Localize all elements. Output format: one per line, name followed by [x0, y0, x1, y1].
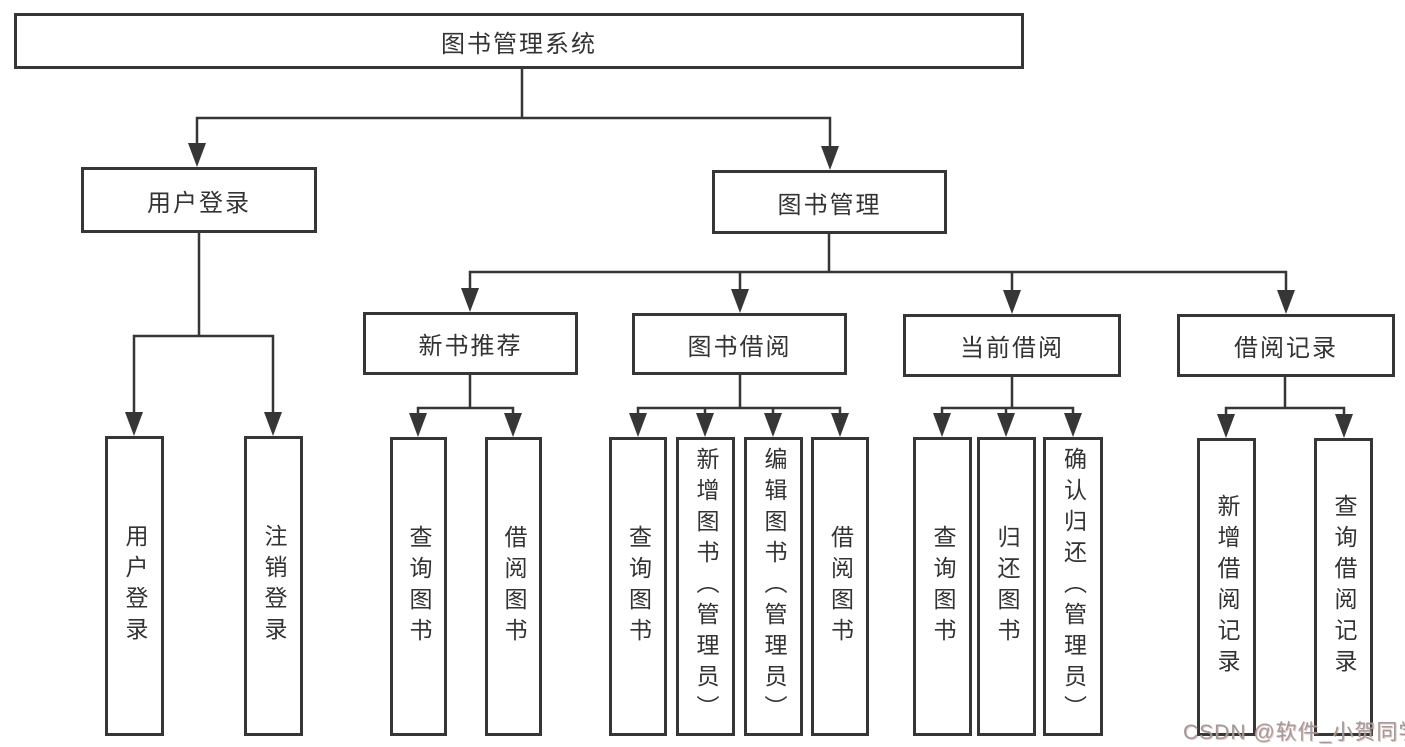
leaf-logout-label: 注销登录	[261, 524, 287, 648]
leaf-confirm-return-admin: 确认归还（管理员）	[1043, 437, 1103, 736]
node-book-management: 图书管理	[712, 170, 947, 234]
leaf-borrow-books-label: 借阅图书	[827, 524, 854, 649]
node-user-login: 用户登录	[81, 167, 317, 233]
node-current-borrow: 当前借阅	[903, 314, 1121, 377]
leaf-search-books-borrow-label: 查询图书	[625, 524, 652, 649]
leaf-add-book-admin: 新增图书（管理员）	[676, 437, 735, 736]
leaf-edit-book-admin: 编辑图书（管理员）	[744, 437, 803, 736]
leaf-search-books-borrow: 查询图书	[609, 437, 667, 736]
leaf-add-borrow-record-label: 新增借阅记录	[1214, 494, 1240, 680]
leaf-borrow-books-recommend: 借阅图书	[485, 437, 542, 736]
leaf-search-books-recommend: 查询图书	[390, 437, 447, 736]
leaf-return-book-label: 归还图书	[994, 524, 1020, 649]
leaf-user-login-label: 用户登录	[122, 524, 148, 648]
leaf-add-book-admin-label: 新增图书（管理员）	[693, 447, 719, 726]
leaf-add-borrow-record: 新增借阅记录	[1197, 438, 1256, 736]
node-root-library-management-system: 图书管理系统	[14, 13, 1024, 69]
leaf-search-books-recommend-label: 查询图书	[406, 524, 432, 649]
leaf-return-book: 归还图书	[977, 437, 1036, 736]
leaf-user-login: 用户登录	[105, 436, 164, 736]
node-borrow-record: 借阅记录	[1177, 314, 1395, 377]
csdn-watermark: CSDN @软件_小贺同学	[1183, 721, 1405, 744]
leaf-search-books-current: 查询图书	[913, 437, 972, 736]
node-new-book-recommend: 新书推荐	[363, 312, 578, 375]
leaf-edit-book-admin-label: 编辑图书（管理员）	[761, 447, 787, 726]
leaf-borrow-books: 借阅图书	[811, 437, 869, 736]
leaf-borrow-books-recommend-label: 借阅图书	[501, 524, 527, 649]
leaf-search-borrow-record: 查询借阅记录	[1314, 438, 1373, 736]
leaf-search-books-current-label: 查询图书	[930, 524, 956, 649]
node-book-borrow: 图书借阅	[632, 313, 847, 375]
leaf-confirm-return-admin-label: 确认归还（管理员）	[1060, 447, 1087, 726]
leaf-logout: 注销登录	[244, 436, 303, 736]
leaf-search-borrow-record-label: 查询借阅记录	[1331, 494, 1357, 680]
